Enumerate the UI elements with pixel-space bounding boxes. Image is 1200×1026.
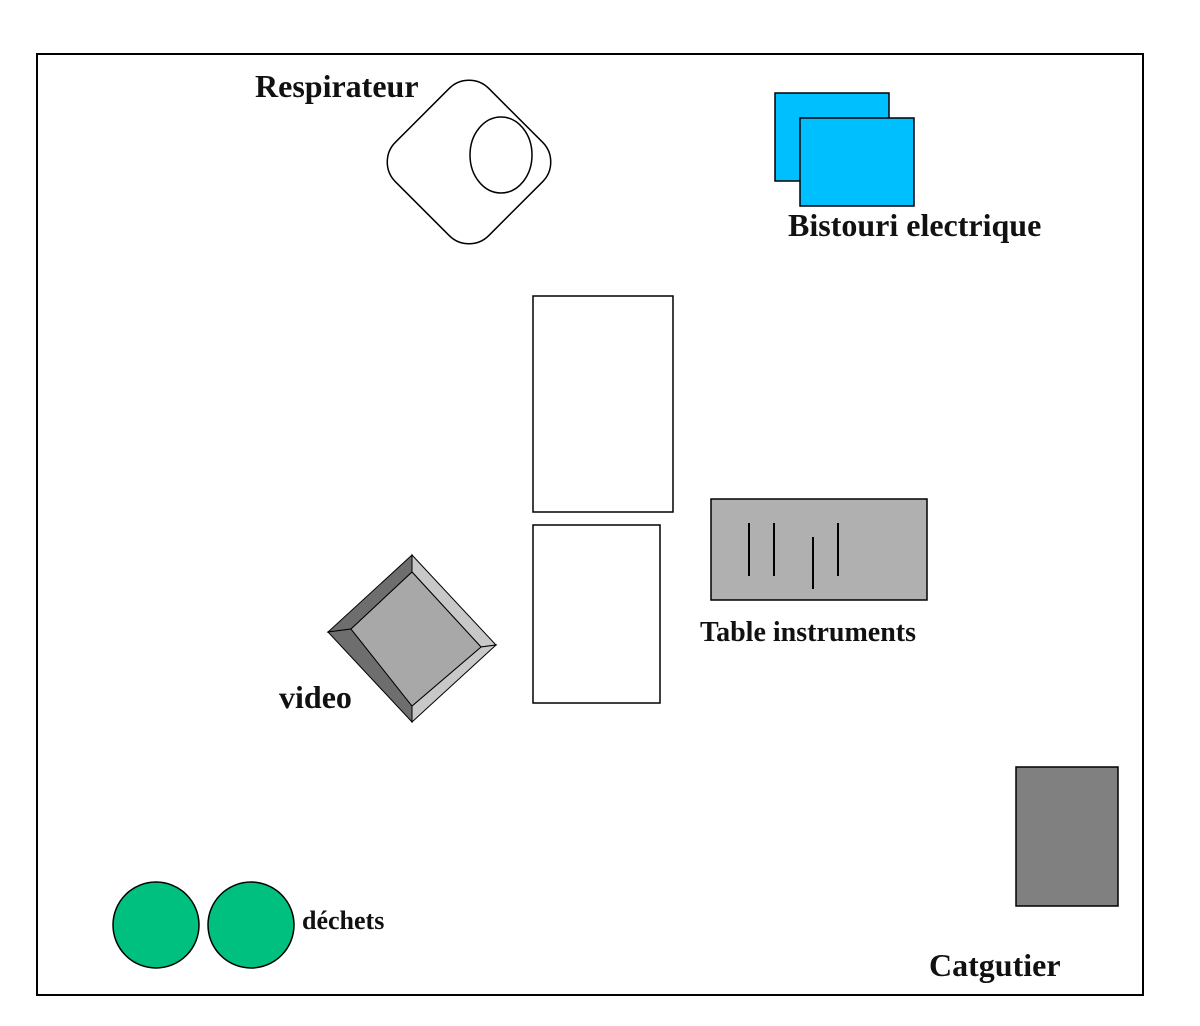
operating-table-lower [532,524,661,704]
catgutier-shape [1015,766,1119,907]
video-shape [326,553,498,724]
table-instruments-shape [710,498,928,601]
bistouri-shape [774,92,915,207]
table-instruments-body [710,498,928,601]
bistouri-front-unit [799,117,915,207]
table-instruments-label: Table instruments [700,617,916,648]
respirateur-label: Respirateur [255,68,419,104]
video-screen [350,571,482,707]
dechets-bin-1 [112,881,200,969]
dechets-bin-2 [207,881,295,969]
catgutier-label: Catgutier [929,947,1061,983]
respirateur-dial [469,116,533,194]
respirateur-shape [386,79,552,245]
dechets-label: déchets [302,906,384,935]
video-label: video [279,679,352,715]
bistouri-label: Bistouri electrique [788,207,1041,243]
operating-table-upper [532,295,674,513]
